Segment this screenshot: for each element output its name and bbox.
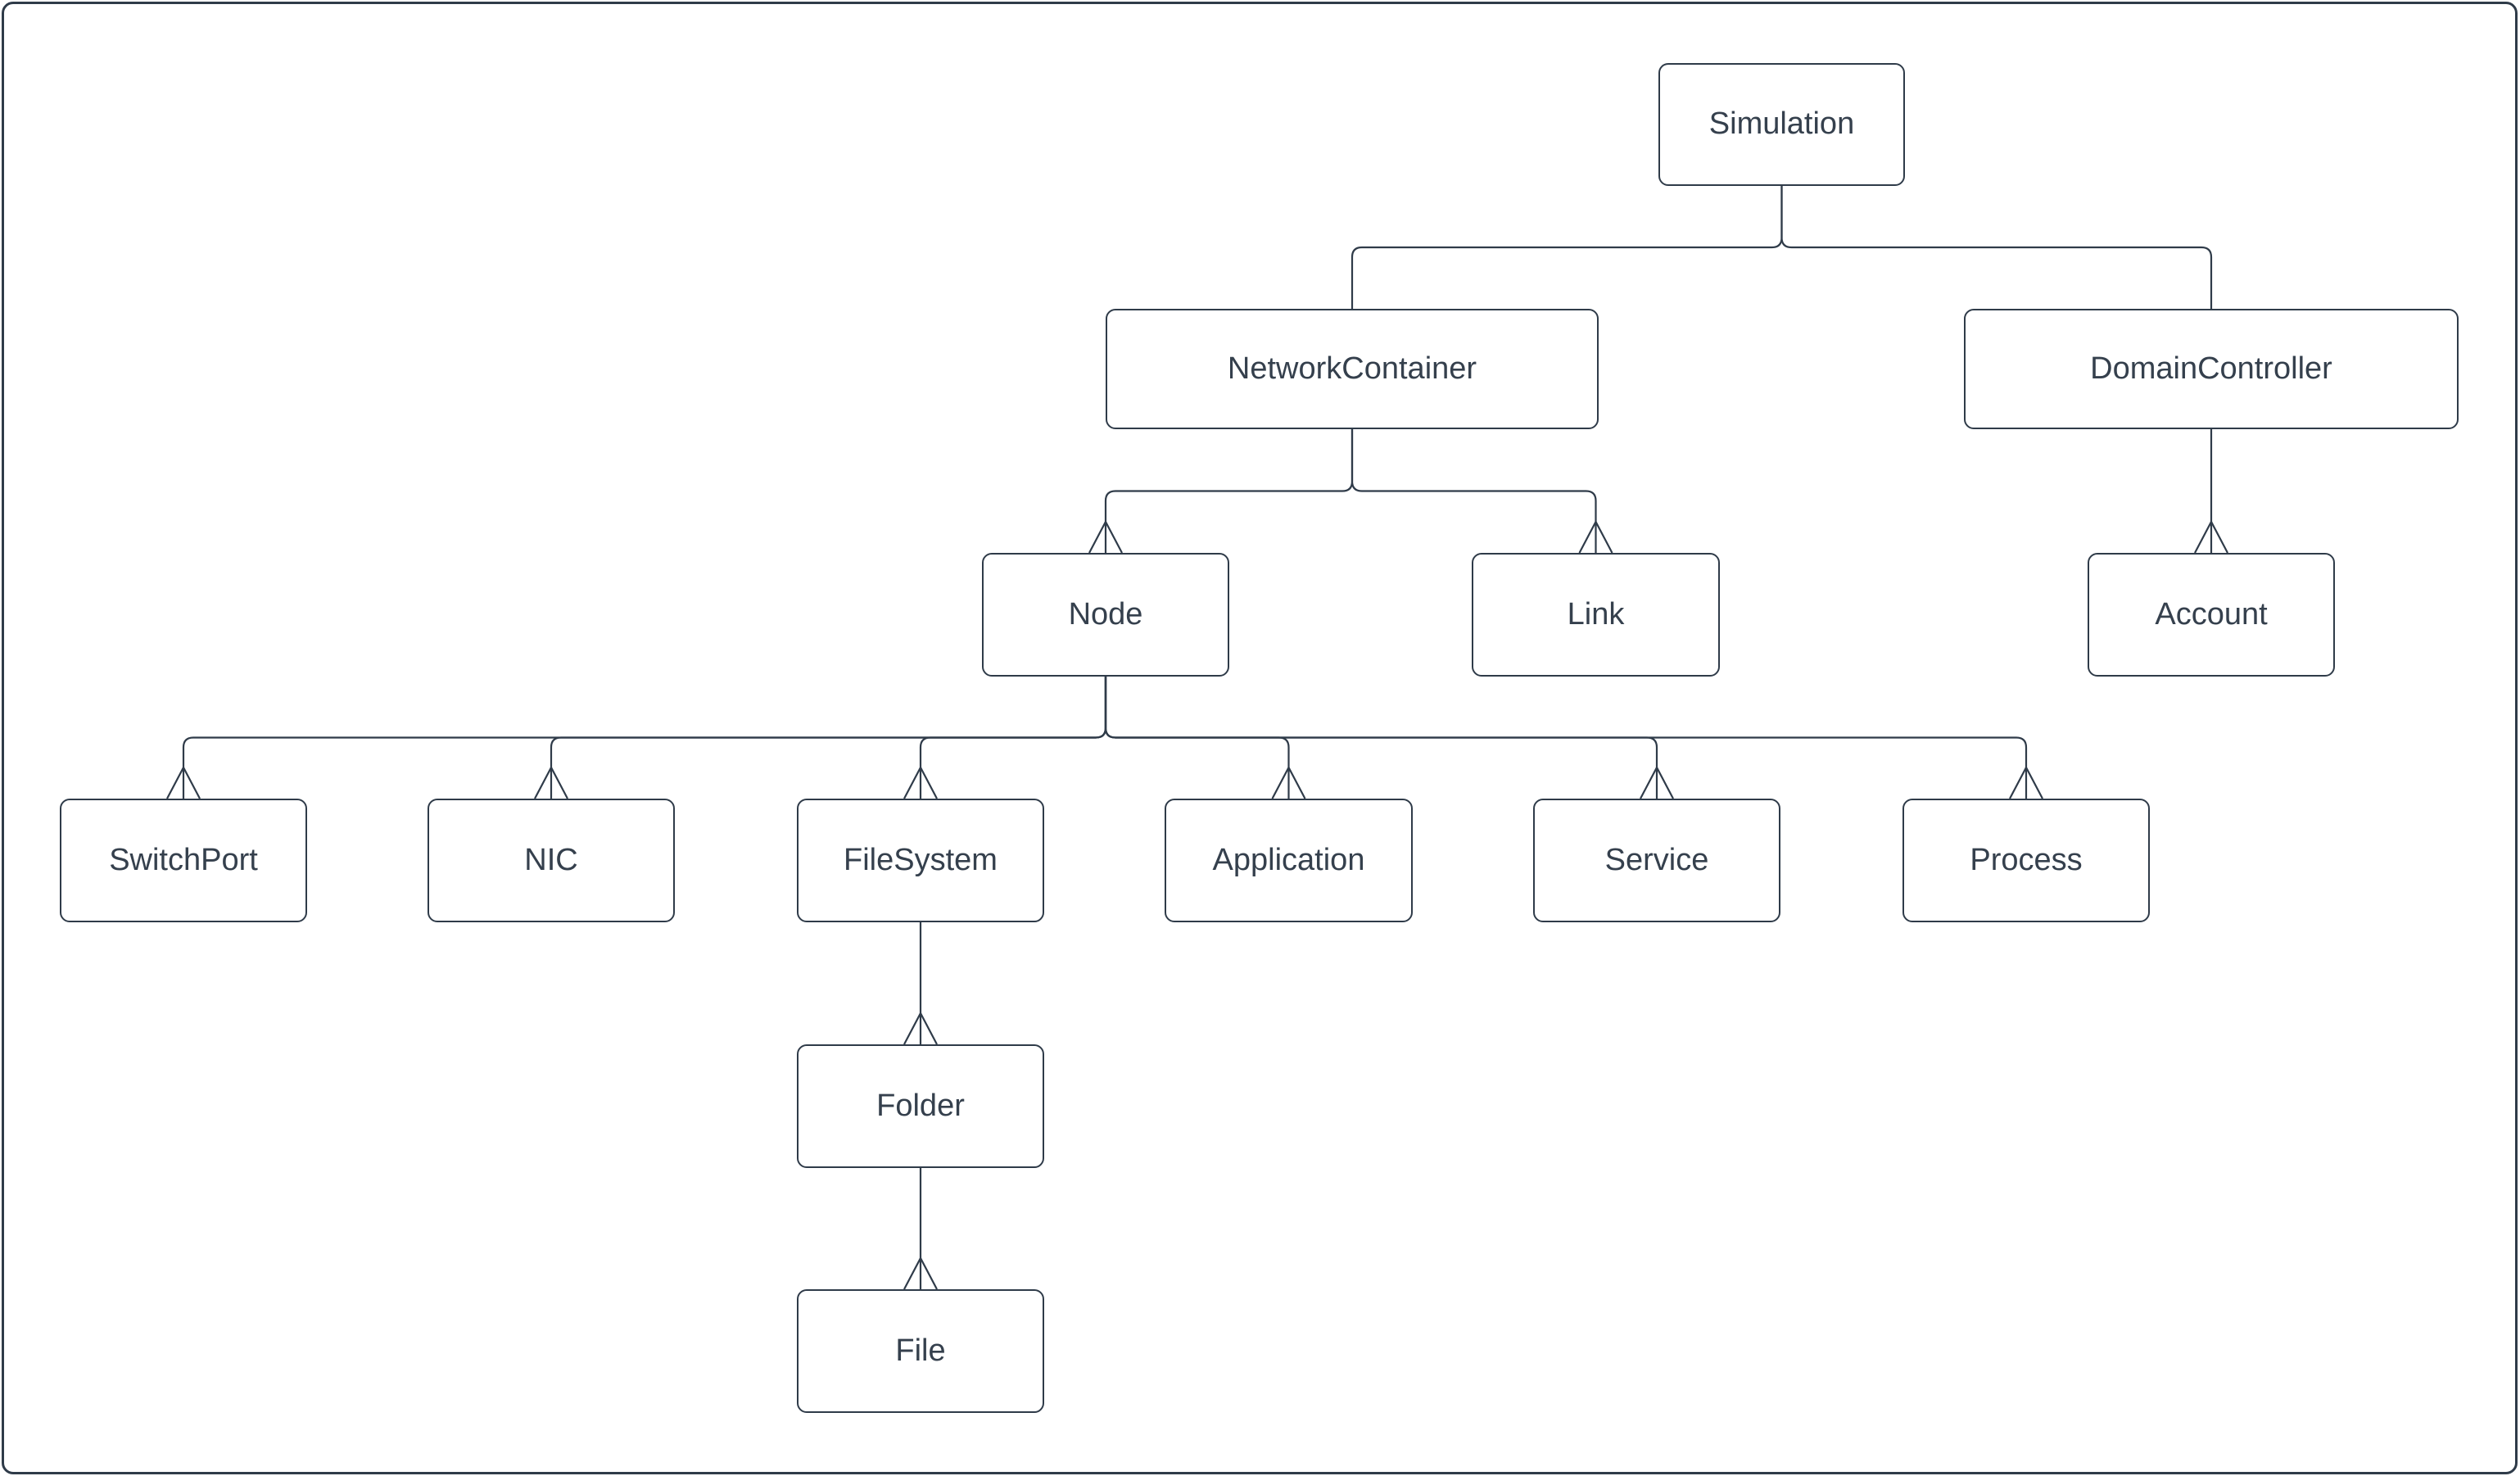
edge-domain-controller-to-account bbox=[2194, 429, 2228, 554]
edge-line bbox=[1350, 429, 1597, 553]
edge-folder-to-file bbox=[903, 1168, 938, 1290]
node-label: Node bbox=[1068, 596, 1143, 632]
node-node[interactable]: Node bbox=[982, 553, 1229, 677]
node-label: Application bbox=[1212, 842, 1365, 877]
node-file-system[interactable]: FileSystem bbox=[797, 799, 1044, 922]
node-simulation[interactable]: Simulation bbox=[1658, 63, 1905, 186]
edge-simulation-to-network-container bbox=[1350, 186, 1783, 309]
open-arrowhead-icon bbox=[1578, 519, 1613, 554]
node-label: DomainController bbox=[2090, 351, 2332, 386]
node-label: Link bbox=[1567, 596, 1625, 632]
edge-line bbox=[1104, 677, 2028, 799]
node-nic[interactable]: NIC bbox=[428, 799, 675, 922]
open-arrowhead-icon bbox=[166, 765, 201, 799]
node-label: NIC bbox=[524, 842, 578, 877]
node-label: SwitchPort bbox=[109, 842, 258, 877]
open-arrowhead-icon bbox=[903, 1256, 938, 1290]
node-switch-port[interactable]: SwitchPort bbox=[60, 799, 307, 922]
node-file[interactable]: File bbox=[797, 1289, 1044, 1413]
node-application[interactable]: Application bbox=[1165, 799, 1413, 922]
open-arrowhead-icon bbox=[2194, 519, 2228, 554]
node-folder[interactable]: Folder bbox=[797, 1044, 1044, 1168]
edge-line bbox=[919, 677, 1107, 799]
edge-simulation-to-domain-controller bbox=[1780, 186, 2213, 309]
edge-line bbox=[1780, 186, 2213, 309]
node-label: Process bbox=[1970, 842, 2083, 877]
node-link[interactable]: Link bbox=[1472, 553, 1720, 677]
open-arrowhead-icon bbox=[903, 1011, 938, 1045]
edge-line bbox=[1104, 429, 1354, 553]
open-arrowhead-icon bbox=[534, 765, 568, 799]
node-label: Folder bbox=[876, 1088, 965, 1123]
node-label: Service bbox=[1604, 842, 1709, 877]
edge-node-to-file-system bbox=[903, 677, 1107, 799]
open-arrowhead-icon bbox=[2009, 765, 2043, 799]
edge-file-system-to-folder bbox=[903, 922, 938, 1045]
edge-line bbox=[1350, 186, 1783, 309]
edge-network-container-to-link bbox=[1350, 429, 1613, 554]
edge-network-container-to-node bbox=[1088, 429, 1354, 554]
node-label: Simulation bbox=[1708, 106, 1855, 142]
node-label: File bbox=[895, 1333, 946, 1368]
node-label: FileSystem bbox=[844, 842, 998, 877]
open-arrowhead-icon bbox=[1088, 519, 1123, 554]
node-label: NetworkContainer bbox=[1227, 351, 1477, 386]
open-arrowhead-icon bbox=[903, 765, 938, 799]
node-label: Account bbox=[2155, 596, 2268, 632]
open-arrowhead-icon bbox=[1271, 765, 1306, 799]
node-account[interactable]: Account bbox=[2088, 553, 2335, 677]
open-arrowhead-icon bbox=[1640, 765, 1674, 799]
node-network-container[interactable]: NetworkContainer bbox=[1106, 309, 1599, 429]
node-service[interactable]: Service bbox=[1533, 799, 1780, 922]
node-domain-controller[interactable]: DomainController bbox=[1964, 309, 2459, 429]
edge-node-to-process bbox=[1104, 677, 2043, 799]
node-process[interactable]: Process bbox=[1902, 799, 2150, 922]
